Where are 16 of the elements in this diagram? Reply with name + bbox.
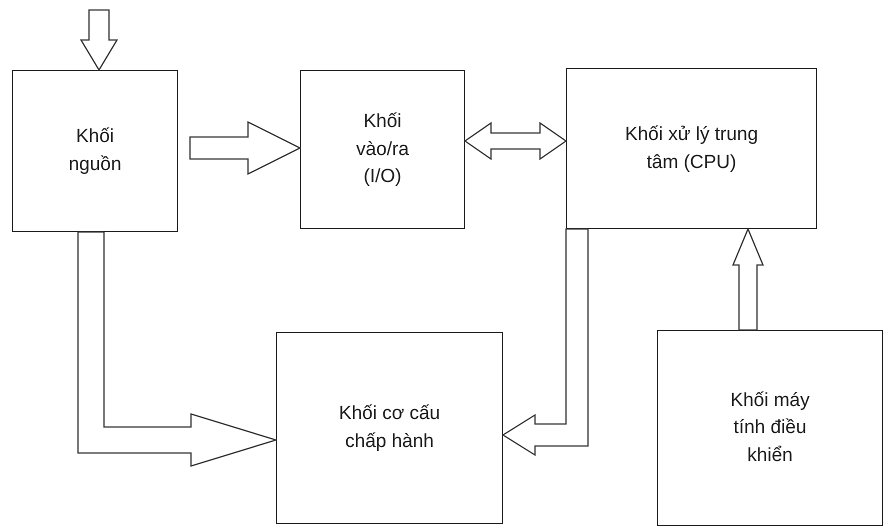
block-arrow (502, 228, 589, 456)
block-box (276, 332, 503, 524)
block-box (12, 70, 178, 232)
block-box (300, 70, 465, 229)
block-arrow (464, 122, 568, 160)
block-label: Khối vào/ra (I/O) (355, 110, 410, 190)
block-label: Khối cơ cấu chấp hành (338, 402, 442, 454)
block-arrow (189, 120, 302, 176)
block-arrow (77, 231, 278, 467)
block-label: Khối nguồn (68, 125, 122, 177)
block-label: Khối máy tính điều khiển (729, 388, 811, 468)
block-box (657, 330, 883, 526)
block-box (566, 68, 817, 229)
block-arrow (80, 9, 118, 72)
block-arrow (732, 227, 764, 331)
block-label: Khối xử lý trung tâm (CPU) (624, 122, 760, 174)
